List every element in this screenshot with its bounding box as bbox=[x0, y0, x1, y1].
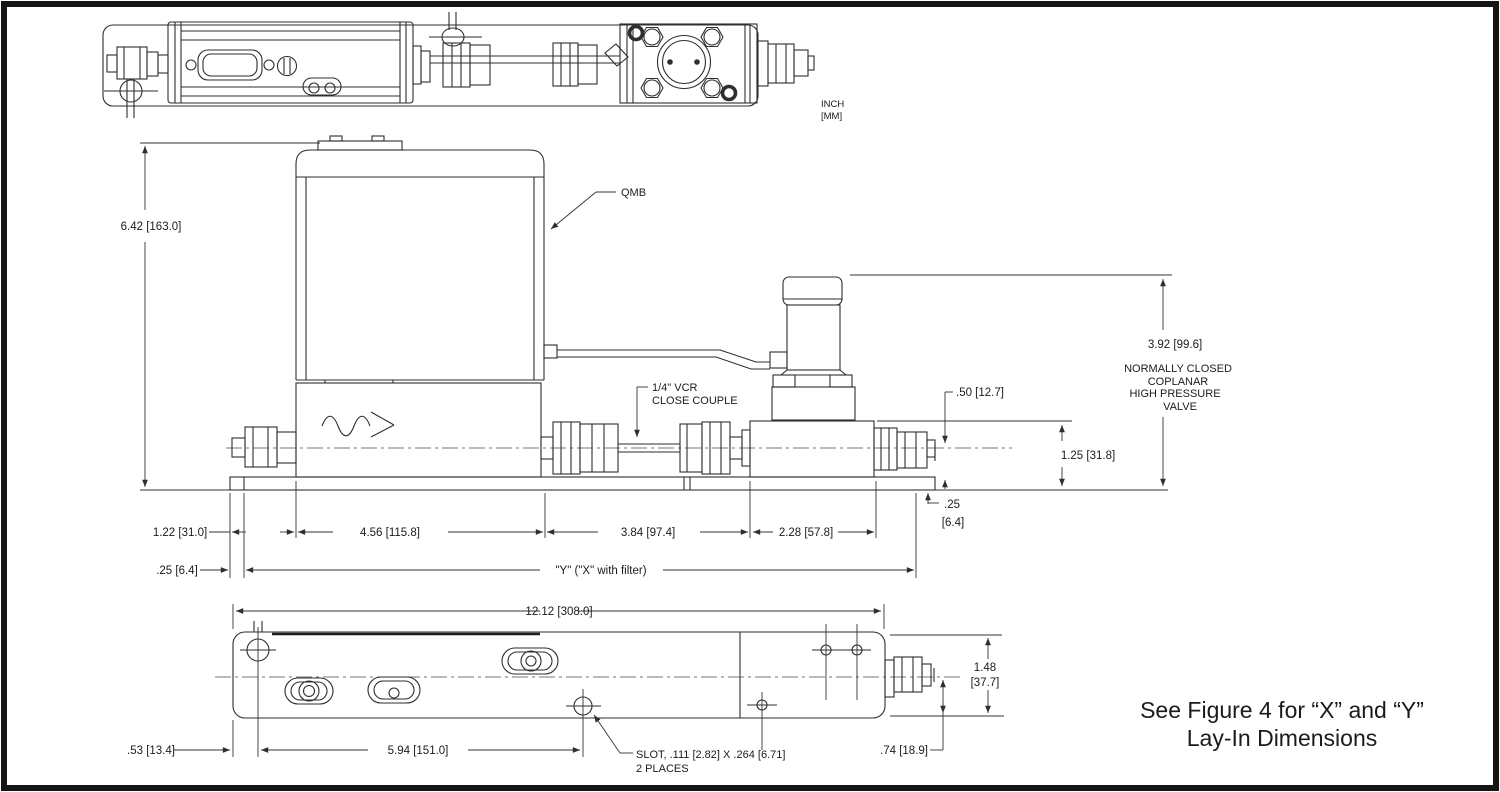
dim-slot-spacing-label: 5.94 [151.0] bbox=[388, 745, 449, 757]
dim-port-centerline-label: .74 [18.9] bbox=[880, 745, 928, 757]
dim-plate-width: 1.48 [37.7] bbox=[890, 634, 1004, 717]
dim-port-centerline: .74 [18.9] bbox=[880, 680, 946, 757]
outlet-fitting-bottom bbox=[884, 656, 935, 698]
hex-bolt bbox=[640, 77, 664, 99]
valve-note-line3: HIGH PRESSURE bbox=[1129, 388, 1220, 400]
hex-bolt bbox=[700, 77, 724, 99]
screw-holes-right bbox=[812, 624, 871, 700]
dsub-connector bbox=[197, 49, 263, 81]
dim-valve-length: 2.28 [57.8] bbox=[753, 527, 874, 539]
dim-overall-height-label: 6.42 [163.0] bbox=[121, 221, 182, 233]
zero-adjust-screw bbox=[276, 55, 298, 77]
valve-note-line2: COPLANAR bbox=[1148, 376, 1209, 388]
mounting-slot-target bbox=[566, 689, 601, 757]
valve-actuator-cap bbox=[782, 276, 843, 306]
outlet-fitting-front bbox=[873, 427, 936, 471]
valve-note-line1: NORMALLY CLOSED bbox=[1124, 363, 1232, 375]
dim-slot-spacing: 5.94 [151.0] bbox=[261, 745, 580, 757]
extension-lines bbox=[229, 481, 917, 578]
dim-overall-height: 6.42 [163.0] bbox=[121, 142, 320, 487]
qmb-label: QMB bbox=[621, 187, 646, 199]
front-view: 6.42 [163.0] QMB 1/4" VCR CLOSE COUPLE .… bbox=[121, 135, 1232, 578]
port-slot-b bbox=[367, 676, 421, 704]
dim-body-height: 1.25 [31.8] bbox=[877, 420, 1115, 486]
inlet-fitting-front bbox=[231, 426, 297, 468]
slot-callout: SLOT, .111 [2.82] X .264 [6.71] 2 PLACES bbox=[593, 714, 785, 775]
dim-overall-length-label: 12.12 [308.0] bbox=[525, 606, 592, 618]
dim-close-couple-length-label: 3.84 [97.4] bbox=[621, 527, 675, 539]
close-couple-top bbox=[412, 12, 629, 88]
status-led-slot bbox=[302, 77, 342, 96]
dim-plate-edge-offset-label: .25 [6.4] bbox=[156, 565, 198, 577]
slot-label-line2: 2 PLACES bbox=[636, 763, 689, 775]
pilot-tube bbox=[557, 349, 770, 363]
slot-label-line1: SLOT, .111 [2.82] X .264 [6.71] bbox=[636, 749, 785, 761]
top-view bbox=[102, 12, 815, 118]
port-slot-a bbox=[284, 677, 334, 705]
dim-body-length-label: 4.56 [115.8] bbox=[360, 527, 420, 539]
dim-plate-thickness-mm: [6.4] bbox=[942, 517, 964, 529]
valve-block-top bbox=[619, 23, 758, 104]
dim-valve-height-label: 3.92 [99.6] bbox=[1148, 339, 1202, 351]
dim-inlet-offset-label: 1.22 [31.0] bbox=[153, 527, 207, 539]
elbow-fitting-top bbox=[604, 43, 629, 67]
dim-valve-length-label: 2.28 [57.8] bbox=[779, 527, 833, 539]
units-note-inch: INCH bbox=[821, 99, 844, 110]
valve-diaphragm-cap bbox=[656, 34, 712, 90]
units-note-mm: [MM] bbox=[821, 111, 842, 122]
qmb-callout: QMB bbox=[550, 187, 646, 230]
valve-note-line4: VALVE bbox=[1163, 401, 1197, 413]
base-plate-front bbox=[140, 476, 1168, 491]
vcr-label-line2: CLOSE COUPLE bbox=[652, 395, 738, 407]
figure-note: See Figure 4 for “X” and “Y” Lay-In Dime… bbox=[1140, 697, 1424, 751]
socket-screw bbox=[627, 24, 645, 42]
dim-body-length: 4.56 [115.8] bbox=[298, 527, 543, 539]
dim-hole-offset-label: .53 [13.4] bbox=[127, 745, 175, 757]
mounting-plate-top bbox=[102, 24, 759, 107]
dim-inlet-offset: 1.22 [31.0] bbox=[153, 527, 294, 539]
dim-plate-thickness-value: .25 bbox=[944, 499, 960, 511]
dim-body-height-label: 1.25 [31.8] bbox=[1061, 450, 1115, 462]
dim-lay-in-reference: "Y" ("X" with filter) bbox=[246, 565, 914, 577]
dim-valve-height: 3.92 [99.6] NORMALLY CLOSED COPLANAR HIG… bbox=[850, 274, 1232, 486]
dim-plate-thickness: .25 [6.4] bbox=[925, 493, 964, 529]
dim-plate-width-value: 1.48 bbox=[974, 662, 996, 674]
flow-direction-arrow bbox=[321, 415, 371, 437]
figure-note-line1: See Figure 4 for “X” and “Y” bbox=[1140, 697, 1424, 723]
socket-screw bbox=[720, 84, 738, 102]
dim-plate-width-mm: [37.7] bbox=[971, 677, 1000, 689]
dim-hole-offset: .53 [13.4] bbox=[127, 720, 234, 757]
lay-in-ref-label: "Y" ("X" with filter) bbox=[555, 565, 646, 577]
dim-port-to-base-label: .50 [12.7] bbox=[956, 387, 1004, 399]
center-mark bbox=[747, 692, 777, 750]
close-couple-front bbox=[540, 421, 751, 475]
qmb-housing bbox=[295, 135, 545, 381]
outlet-fitting-top bbox=[756, 40, 815, 87]
figure-note-line2: Lay-In Dimensions bbox=[1187, 725, 1377, 751]
top-connector bbox=[317, 140, 403, 151]
bottom-view: 12.12 [308.0] 1.48 [37.7] .74 [18.9] .53… bbox=[127, 604, 1004, 775]
dim-overall-length: 12.12 [308.0] bbox=[232, 604, 885, 629]
dim-close-couple-length: 3.84 [97.4] bbox=[547, 527, 748, 539]
port-slot-c bbox=[501, 647, 559, 675]
vcr-label-line1: 1/4" VCR bbox=[652, 382, 698, 394]
vcr-callout: 1/4" VCR CLOSE COUPLE bbox=[634, 382, 738, 437]
dim-port-to-base: .50 [12.7] bbox=[942, 387, 1004, 489]
hex-bolt bbox=[700, 26, 724, 48]
